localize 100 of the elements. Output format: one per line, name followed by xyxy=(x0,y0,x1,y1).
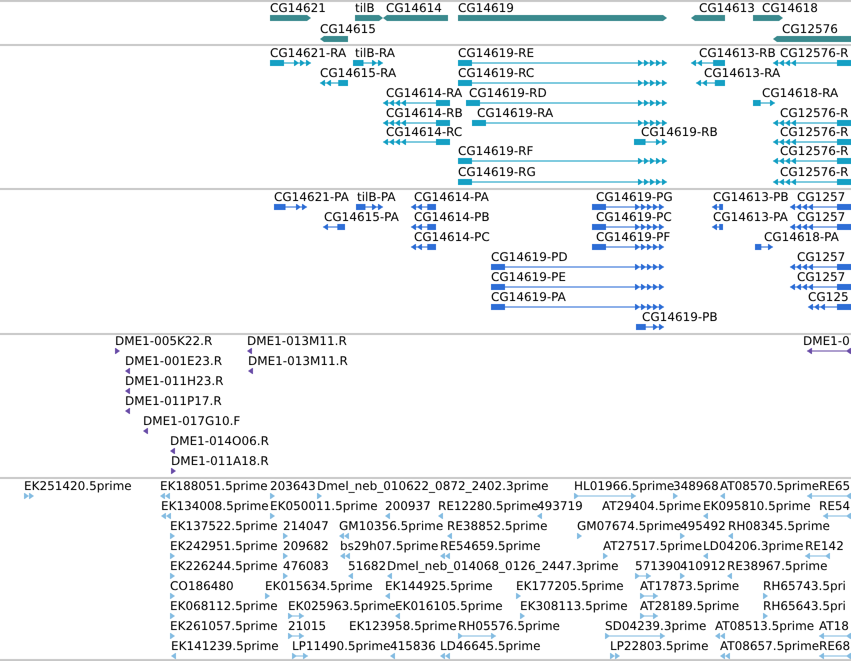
feature-label: RE54 xyxy=(819,500,850,512)
feature-label: CG14619-RA xyxy=(477,107,554,119)
feature-label: AT17873.5prime xyxy=(640,580,740,592)
feature-label: CG12576-R xyxy=(780,107,849,119)
feature-label: CG14614 xyxy=(386,2,442,14)
feature-label: CG14613 xyxy=(699,2,755,14)
feature-label: CG14615-PA xyxy=(324,211,399,223)
feature-label: tilB-RA xyxy=(355,47,395,59)
feature-label: 348968 xyxy=(673,480,719,492)
feature-label: CG14615-RA xyxy=(320,67,396,79)
feature-label: CG14621-RA xyxy=(270,47,346,59)
feature-label: 415836 xyxy=(390,640,436,652)
feature-label: RE38852.5prime xyxy=(447,520,548,532)
feature-label: CG1257 xyxy=(797,211,846,223)
feature-label: CG14613-RA xyxy=(704,67,780,79)
feature-label: DME1-011P17.R xyxy=(125,395,222,407)
feature-label: EK016105.5prime xyxy=(395,600,503,612)
feature-label: EK177205.5prime xyxy=(516,580,624,592)
feature-label: GM07674.5prime xyxy=(577,520,682,532)
feature-label: 495492 xyxy=(680,520,726,532)
feature-label: CG14619-PA xyxy=(491,291,566,303)
feature-label: RH08345.5prime xyxy=(728,520,830,532)
feature-label: RE38967.5prime xyxy=(727,560,828,572)
feature-label: EK025963.5prime xyxy=(288,600,396,612)
feature-label: DME1-011H23.R xyxy=(125,375,224,387)
feature-label: 51682 xyxy=(348,560,386,572)
feature-label: RH65643.5pri xyxy=(763,600,846,612)
feature-label: LD46645.5prime xyxy=(440,640,541,652)
feature-label: RE142 xyxy=(805,540,844,552)
feature-label: GM10356.5prime xyxy=(339,520,444,532)
feature-label: AT27517.5prime xyxy=(603,540,702,552)
feature-label: EK141239.5prime xyxy=(171,640,279,652)
feature-label: CG125 xyxy=(808,291,849,303)
feature-label: RE54659.5prime xyxy=(440,540,540,552)
feature-label: CG14614-RC xyxy=(386,126,462,138)
feature-label: LD04206.3prime xyxy=(703,540,804,552)
feature-label: DME1-001E23.R xyxy=(125,355,222,367)
feature-label: DME1-013M11.R xyxy=(248,355,348,367)
feature-label: CG14615 xyxy=(320,23,376,35)
feature-label: EK261057.5prime xyxy=(170,620,278,632)
feature-label: LP22803.5prime xyxy=(610,640,709,652)
feature-label: 203643 xyxy=(270,480,316,492)
feature-label: AT08657.5prime xyxy=(720,640,820,652)
feature-label: EK251420.5prime xyxy=(24,480,132,492)
feature-label: AT08570.5prime xyxy=(720,480,820,492)
feature-label: CG12576-R xyxy=(780,126,849,138)
feature-label: RE12280.5prime xyxy=(438,500,538,512)
feature-label: AT08513.5prime xyxy=(715,620,814,632)
feature-label: EK226244.5prime xyxy=(170,560,278,572)
feature-label: EK123958.5prime xyxy=(349,620,457,632)
feature-label: 476083 xyxy=(283,560,329,572)
feature-label: CG14619 xyxy=(458,2,514,14)
feature-label: RE65 xyxy=(819,480,850,492)
feature-label: EK188051.5prime xyxy=(160,480,268,492)
feature-label: DME1-017G10.F xyxy=(143,415,240,427)
feature-label: 200937 xyxy=(385,500,431,512)
feature-label: CG14619-RB xyxy=(641,126,718,138)
feature-label: CG14619-RF xyxy=(458,145,534,157)
feature-label: EK050011.5prime xyxy=(270,500,378,512)
feature-label: AT18 xyxy=(819,620,849,632)
feature-label: CG14619-RC xyxy=(458,67,534,79)
feature-label: CG14613-PB xyxy=(713,191,789,203)
feature-label: CG14613-RB xyxy=(699,47,776,59)
feature-label: EK308113.5prime xyxy=(520,600,628,612)
feature-label: Dmel_neb_014068_0126_2447.3prime xyxy=(387,560,619,572)
feature-label: EK137522.5prime xyxy=(170,520,278,532)
feature-label: EK134008.5prime xyxy=(161,500,269,512)
feature-label: RE68 xyxy=(819,640,850,652)
feature-label: CG14619-PD xyxy=(491,251,568,263)
feature-label: DME1-013M11.R xyxy=(247,335,347,347)
feature-label: AT29404.5prime xyxy=(602,500,702,512)
feature-label: HL01966.5prime xyxy=(574,480,674,492)
feature-label: AT28189.5prime xyxy=(640,600,740,612)
feature-label: EK015634.5prime xyxy=(265,580,373,592)
feature-label: 493719 xyxy=(537,500,583,512)
feature-label: EK144925.5prime xyxy=(385,580,493,592)
feature-label: CG14618-RA xyxy=(762,87,838,99)
feature-label: CG14619-PC xyxy=(596,211,672,223)
feature-label: EK095810.5prime xyxy=(703,500,811,512)
feature-label: EK242951.5prime xyxy=(170,540,278,552)
feature-label: CG14614-PA xyxy=(414,191,489,203)
feature-label: CG14619-RD xyxy=(469,87,547,99)
feature-label: CG14619-PF xyxy=(596,231,670,243)
feature-label: CG14621 xyxy=(270,2,326,14)
feature-label: CG14619-RG xyxy=(458,166,536,178)
feature-label: DME1-011A18.R xyxy=(171,455,269,467)
feature-label: CG1257 xyxy=(797,271,846,283)
feature-label: CG14618-PA xyxy=(764,231,839,243)
feature-label: CG14614-PB xyxy=(414,211,490,223)
feature-label: CG1257 xyxy=(797,251,846,263)
feature-label: CG12576-R xyxy=(780,145,849,157)
feature-label: CG14614-PC xyxy=(414,231,490,243)
feature-label: CG14619-PG xyxy=(596,191,673,203)
feature-label: tilB xyxy=(355,2,375,14)
feature-label: CG14621-PA xyxy=(274,191,349,203)
feature-label: 21015 xyxy=(288,620,326,632)
feature-label: CG1257 xyxy=(797,191,846,203)
feature-label: SD04239.3prime xyxy=(605,620,706,632)
feature-label: CG14619-RE xyxy=(458,47,534,59)
feature-label: CG14614-RB xyxy=(386,107,463,119)
